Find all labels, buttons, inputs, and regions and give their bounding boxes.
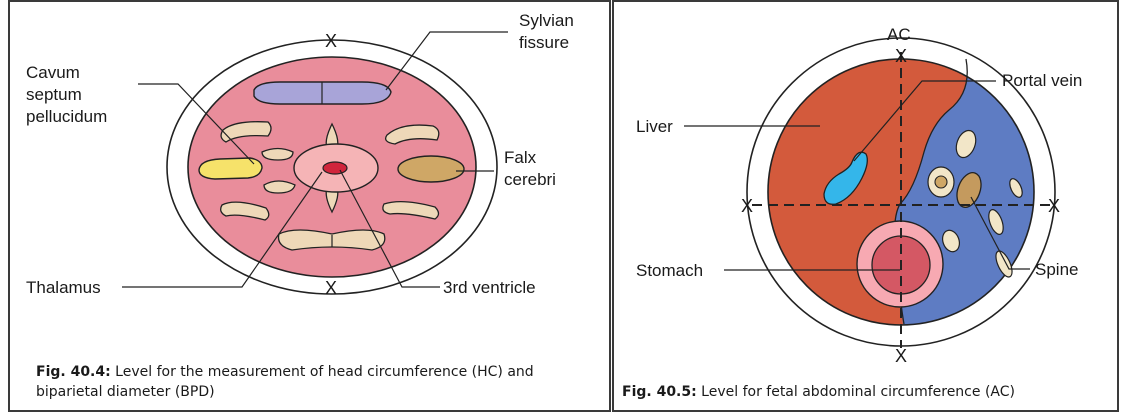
label-liver: Liver (636, 117, 673, 136)
abdomen-diagram: AC Portal vein Liver Stomach Spine X X X… (614, 2, 1121, 414)
figure-40-4-caption: Fig. 40.4: Level for the measurement of … (36, 362, 596, 402)
label-sylvian-1: Sylvian (519, 11, 574, 30)
label-falx-2: cerebri (504, 170, 556, 189)
caption-prefix: Fig. 40.5: (622, 384, 697, 400)
label-spine: Spine (1035, 260, 1078, 279)
marker-x-right: X (1048, 196, 1060, 216)
cavum-septum-pellucidum (199, 158, 262, 179)
figure-40-5-caption: Fig. 40.5: Level for fetal abdominal cir… (622, 382, 1122, 402)
label-falx-1: Falx (504, 148, 537, 167)
label-cavum-3: pellucidum (26, 107, 107, 126)
figure-40-4-panel: Sylvian fissure Cavum septum pellucidum … (8, 0, 611, 412)
tissue-mid-left-1 (262, 149, 293, 161)
head-diagram: Sylvian fissure Cavum septum pellucidum … (10, 2, 613, 414)
caption-text: Level for the measurement of head circum… (36, 364, 534, 400)
label-cavum-1: Cavum (26, 63, 80, 82)
label-stomach: Stomach (636, 261, 703, 280)
third-ventricle (323, 162, 347, 174)
label-sylvian-2: fissure (519, 33, 569, 52)
figure-40-5-panel: AC Portal vein Liver Stomach Spine X X X… (612, 0, 1119, 412)
caption-text: Level for fetal abdominal circumference … (697, 384, 1015, 400)
label-portal-vein: Portal vein (1002, 71, 1082, 90)
marker-x-top: X (895, 46, 907, 66)
label-cavum-2: septum (26, 85, 82, 104)
tissue-mid-left-2 (264, 181, 295, 193)
falx-cerebri (398, 156, 464, 182)
label-3rd-ventricle: 3rd ventricle (443, 278, 536, 297)
marker-x-left: X (741, 196, 753, 216)
caption-prefix: Fig. 40.4: (36, 364, 111, 380)
marker-x-bottom: X (895, 346, 907, 366)
label-ac: AC (887, 25, 911, 44)
label-thalamus: Thalamus (26, 278, 101, 297)
marker-x-bottom: X (325, 278, 337, 298)
marker-x-top: X (325, 31, 337, 51)
